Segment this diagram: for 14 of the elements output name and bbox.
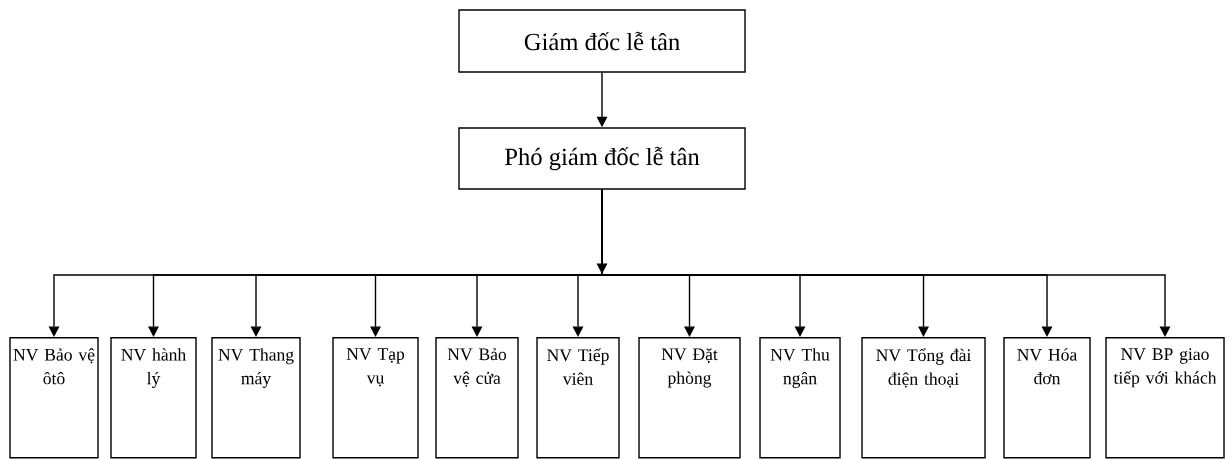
staff-box: NV hành lý (110, 337, 197, 459)
staff-box: NV Đặt phòng (638, 337, 741, 459)
staff-box: NV Tiếp viên (536, 337, 620, 459)
staff-box: NV Bảo vệ ôtô (9, 337, 99, 459)
staff-box: NV Thu ngân (759, 337, 841, 459)
title-box: Giám đốc lễ tân (458, 9, 746, 73)
staff-box: NV Thang máy (211, 337, 301, 459)
staff-box: NV BP giao tiếp với khách (1105, 337, 1225, 459)
staff-box: NV Hóa đơn (1003, 337, 1091, 459)
arrow (601, 189, 1171, 337)
staff-box: NV Tạp vụ (332, 337, 419, 459)
staff-box: NV Bảo vệ cửa (435, 337, 519, 459)
title-box: Phó giám đốc lễ tân (458, 127, 746, 190)
staff-box: NV Tổng đài điện thoại (861, 337, 986, 459)
